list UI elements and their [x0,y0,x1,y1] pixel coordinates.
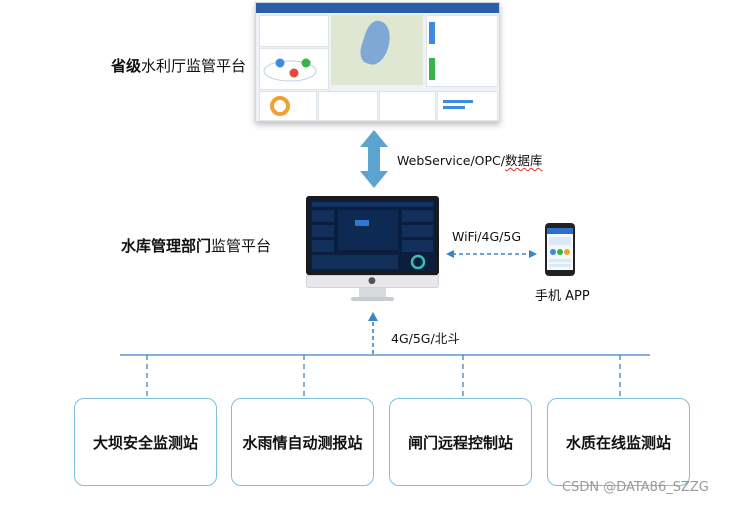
reservoir-label-bold: 水库管理部门 [121,237,212,255]
phone-app-graphic [547,228,573,267]
provincial-platform-label: 省级水利厅监管平台 [111,55,246,76]
dashboard-panel [259,15,329,47]
dashboard-panel [259,48,329,90]
mobile-arrow-left [446,250,454,258]
field-arrow-up [368,312,378,321]
dashboard-donut [270,96,290,116]
top-link-label: WebService/OPC/数据库 [397,150,543,169]
dashboard-panel [318,91,378,121]
monitor-screen [310,200,435,271]
double-arrow [360,130,388,188]
station-gate-control: 闸门远程控制站 [389,398,532,486]
apple-logo-icon: ● [368,276,376,286]
phone-label: 手机 APP [535,289,590,304]
reservoir-platform-label: 水库管理部门监管平台 [121,235,271,256]
field-link-label: 4G/5G/北斗 [391,331,460,346]
station-dam-safety: 大坝安全监测站 [74,398,217,486]
dashboard-header-bar [256,3,499,13]
mobile-link-label: WiFi/4G/5G [452,229,522,244]
mobile-arrow-right [529,250,537,258]
dashboard-panel [426,15,498,87]
reservoir-monitor-image: ● [306,196,439,304]
phone-image [545,223,575,276]
dashboard-panel [379,91,436,121]
top-link-label-underlined: 数据库 [504,153,543,168]
dashboard-panel [259,91,317,121]
watermark: CSDN @DATA86_SZZG [562,480,709,495]
dashboard-orbit-graphic [263,58,317,82]
station-rain-water: 水雨情自动测报站 [231,398,374,486]
top-link-label-plain: WebService/OPC/ [397,153,505,168]
provincial-dashboard-image [255,2,500,122]
station-water-quality: 水质在线监测站 [547,398,690,486]
monitor-dashboard-graphic [312,202,433,270]
provincial-label-rest: 水利厅监管平台 [141,57,247,75]
dashboard-map [331,15,423,85]
reservoir-label-rest: 监管平台 [211,237,272,255]
provincial-label-bold: 省级 [111,57,142,75]
dashboard-panel [437,91,498,121]
